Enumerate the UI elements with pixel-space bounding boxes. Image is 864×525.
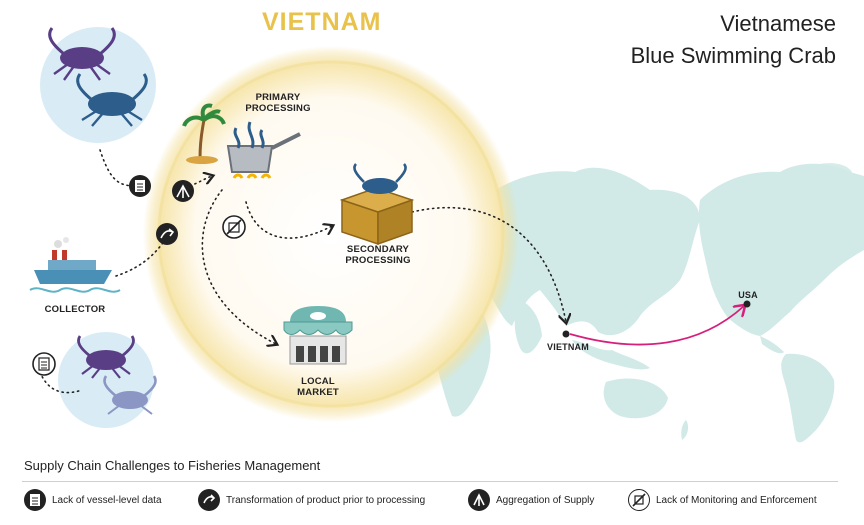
document-marker xyxy=(129,175,151,197)
flow-to-local-market xyxy=(201,189,276,344)
legend-item-monitoring: Lack of Monitoring and Enforcement xyxy=(628,487,817,513)
crab-bubble-bottom xyxy=(58,332,154,428)
world-map xyxy=(425,163,864,443)
india-landmass xyxy=(514,300,542,354)
greenland xyxy=(806,163,852,192)
cooking-pot-icon xyxy=(226,121,301,179)
flow-to-secondary xyxy=(245,201,332,239)
japan xyxy=(646,238,657,272)
legend-label: Aggregation of Supply xyxy=(496,494,595,506)
local-label-line2: MARKET xyxy=(297,387,339,398)
legend-item-aggregation: Aggregation of Supply xyxy=(468,487,594,513)
map-label-usa: USA xyxy=(738,290,758,300)
sea-islands xyxy=(572,340,650,370)
secondary-label-line2: PROCESSING xyxy=(345,255,411,266)
south-america-landmass xyxy=(781,353,835,443)
legend-label: Lack of vessel-level data xyxy=(52,494,162,506)
flow-to-export xyxy=(411,206,566,322)
australia-landmass xyxy=(603,378,668,419)
no-monitoring-marker xyxy=(222,215,246,239)
asia-landmass xyxy=(459,167,700,336)
flow-bottom-bubble xyxy=(39,371,83,394)
legend-item-transformation: Transformation of product prior to proce… xyxy=(198,487,425,513)
aggregation-icon xyxy=(468,489,490,511)
local-market-label: LOCAL MARKET xyxy=(278,376,358,398)
page-title: Vietnamese Blue Swimming Crab xyxy=(631,8,836,72)
north-america-landmass xyxy=(698,163,864,336)
transform-icon xyxy=(198,489,220,511)
transform-marker xyxy=(156,223,178,245)
legend-title: Supply Chain Challenges to Fisheries Man… xyxy=(24,458,321,473)
legend-item-vessel-data: Lack of vessel-level data xyxy=(24,487,162,513)
primary-label-line2: PROCESSING xyxy=(245,103,311,114)
primary-label-line1: PRIMARY xyxy=(255,92,301,103)
title-line-2: Blue Swimming Crab xyxy=(630,43,836,68)
crab-lavender-bottom xyxy=(103,375,157,415)
collector-boat-icon xyxy=(29,237,121,293)
palm-tree-icon xyxy=(182,103,226,164)
flow-to-primary xyxy=(189,176,212,187)
market-stall-icon xyxy=(283,306,353,365)
aggregation-marker xyxy=(172,180,194,202)
primary-processing-label: PRIMARY PROCESSING xyxy=(238,92,318,114)
legend-label: Lack of Monitoring and Enforcement xyxy=(656,494,817,506)
title-line-1: Vietnamese xyxy=(720,11,836,36)
vietnam-point xyxy=(562,330,570,338)
legend-divider xyxy=(22,481,838,482)
crab-bubble-top xyxy=(40,27,156,143)
shipping-box-icon xyxy=(339,163,415,246)
document-icon xyxy=(24,489,46,511)
crab-purple-bottom xyxy=(77,335,135,379)
crab-purple-top xyxy=(48,27,116,81)
map-label-vietnam: VIETNAM xyxy=(547,342,589,352)
central-america xyxy=(760,336,784,354)
document-marker-bottom xyxy=(32,352,56,376)
no-monitoring-icon xyxy=(628,489,650,511)
legend-label: Transformation of product prior to proce… xyxy=(226,494,426,506)
export-route xyxy=(569,306,744,346)
new-zealand xyxy=(681,420,689,440)
vietnam-circle xyxy=(143,46,519,422)
local-label-line1: LOCAL xyxy=(301,376,335,387)
country-title: VIETNAM xyxy=(262,8,382,36)
collector-label: COLLECTOR xyxy=(44,304,106,315)
secondary-processing-label: SECONDARY PROCESSING xyxy=(338,244,418,266)
usa-point xyxy=(743,300,751,308)
crab-blue-top xyxy=(76,73,148,127)
secondary-label-line1: SECONDARY xyxy=(346,244,410,255)
